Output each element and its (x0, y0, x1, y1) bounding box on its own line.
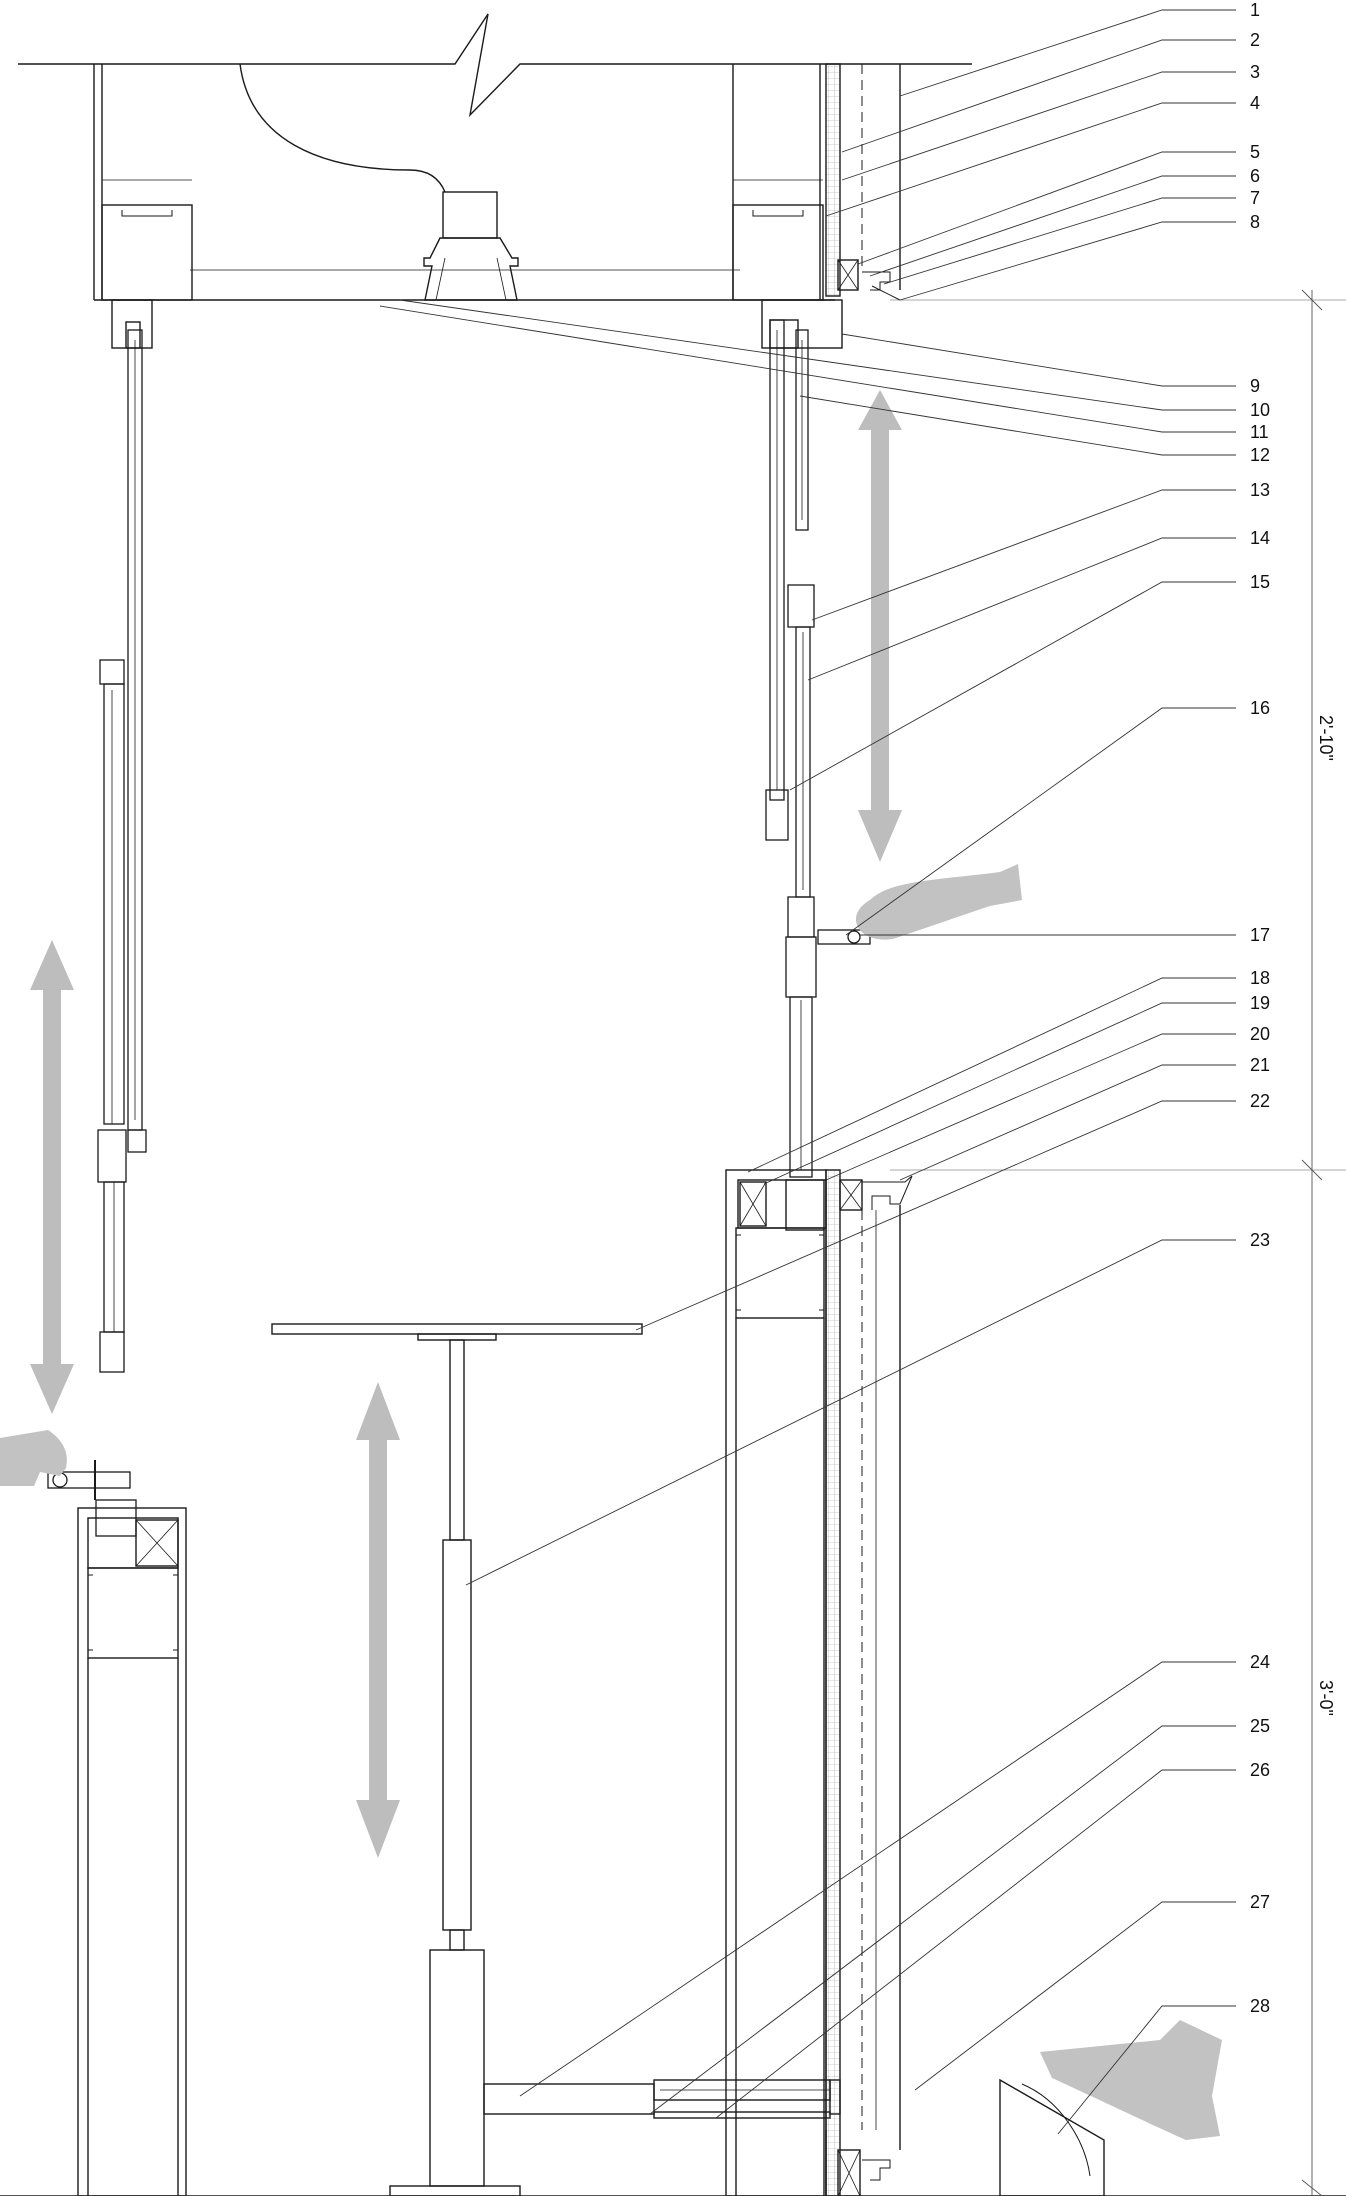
callout-number-7: 7 (1250, 188, 1260, 208)
leader-line-26 (715, 1769, 1236, 2119)
callout-number-9: 9 (1250, 376, 1260, 396)
callout-number-13: 13 (1250, 480, 1270, 500)
callout-number-18: 18 (1250, 968, 1270, 988)
callout-number-6: 6 (1250, 166, 1260, 186)
foot-icon (1040, 2020, 1222, 2140)
callout-number-10: 10 (1250, 400, 1270, 420)
leader-line-14 (807, 537, 1236, 681)
callout-number-28: 28 (1250, 1996, 1270, 2016)
right-window-frame (765, 319, 871, 1178)
motion-arrows (30, 390, 902, 1858)
callout-number-1: 1 (1250, 0, 1260, 20)
exterior-wall-lower (825, 1169, 913, 2196)
callout-number-21: 21 (1250, 1055, 1270, 1075)
dimension-lines (890, 289, 1346, 2196)
left-window-frame (47, 329, 147, 1537)
callout-number-22: 22 (1250, 1091, 1270, 1111)
leader-line-27 (914, 1901, 1236, 2091)
leader-line-9 (841, 333, 1236, 387)
leader-line-12 (799, 395, 1236, 456)
callout-number-24: 24 (1250, 1652, 1270, 1672)
callout-number-5: 5 (1250, 142, 1260, 162)
leader-line-15 (789, 581, 1236, 791)
leader-line-3 (841, 71, 1236, 181)
right-lower-cabinet (725, 1169, 827, 2196)
callout-number-26: 26 (1250, 1760, 1270, 1780)
leader-line-19 (763, 1002, 1236, 1185)
callout-number-16: 16 (1250, 698, 1270, 718)
leader-line-1 (899, 9, 1236, 97)
leader-line-20 (825, 1033, 1236, 1181)
dimension-lower: 3'-0" (1316, 1680, 1336, 1716)
leader-line-5 (857, 151, 1236, 265)
leader-line-2 (841, 39, 1236, 153)
callout-number-25: 25 (1250, 1716, 1270, 1736)
callout-number-2: 2 (1250, 30, 1260, 50)
callout-number-23: 23 (1250, 1230, 1270, 1250)
leader-line-28 (1057, 2005, 1236, 2135)
callout-number-8: 8 (1250, 212, 1260, 232)
callout-number-15: 15 (1250, 572, 1270, 592)
hand-icons (0, 864, 1222, 2140)
callout-number-20: 20 (1250, 1024, 1270, 1044)
leader-line-16 (845, 707, 1236, 936)
left-lower-cabinet (77, 1507, 187, 2196)
leader-line-4 (825, 102, 1236, 217)
dimension-upper: 2'-10" (1316, 715, 1336, 761)
leader-line-7 (883, 197, 1236, 285)
leader-line-24 (519, 1661, 1236, 2097)
leader-line-6 (869, 175, 1236, 277)
window-slide-arrow-left (30, 940, 74, 1414)
leader-line-21 (899, 1064, 1236, 1181)
callout-labels: 1234567891011121314151617181920212223242… (1250, 0, 1270, 2016)
leader-line-13 (811, 489, 1236, 621)
leader-line-11 (379, 305, 1236, 433)
callout-number-12: 12 (1250, 445, 1270, 465)
leader-lines (379, 9, 1236, 2135)
leader-line-18 (747, 977, 1236, 1173)
callout-number-19: 19 (1250, 993, 1270, 1013)
callout-number-27: 27 (1250, 1892, 1270, 1912)
callout-number-11: 11 (1250, 422, 1269, 442)
hand-left-icon (0, 1430, 67, 1486)
callout-number-3: 3 (1250, 62, 1260, 82)
leader-line-23 (465, 1239, 1236, 1586)
callout-number-17: 17 (1250, 925, 1270, 945)
adjustable-desk (271, 1323, 841, 2196)
foot-pedal (999, 2078, 1105, 2196)
leader-line-10 (399, 299, 1236, 411)
callout-number-14: 14 (1250, 528, 1270, 548)
leader-line-8 (899, 221, 1236, 301)
leader-line-25 (649, 1725, 1236, 2115)
ceiling-light-fixture (239, 63, 519, 301)
desk-height-arrow (356, 1382, 400, 1858)
window-slide-arrow-right (858, 390, 902, 862)
callout-number-4: 4 (1250, 93, 1260, 113)
floor-line (0, 2130, 1346, 2196)
exterior-wall-upper (825, 63, 901, 301)
leader-line-22 (635, 1100, 1236, 1331)
window-head-left (111, 299, 153, 349)
hand-right-icon (855, 864, 1022, 940)
